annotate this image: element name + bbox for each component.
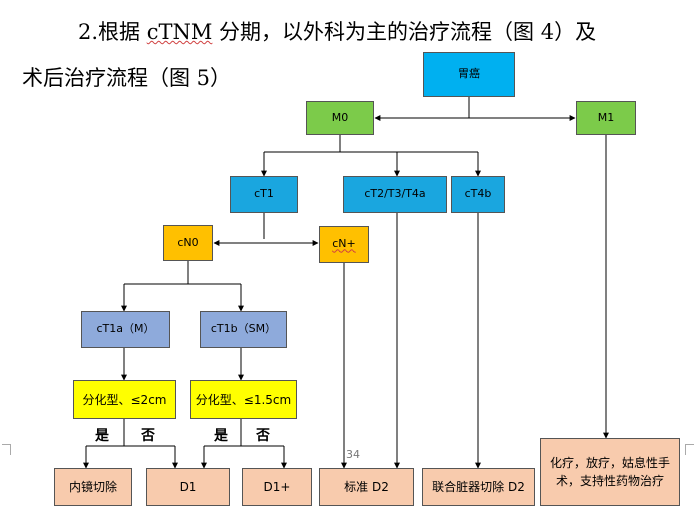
node-cn-plus: cN+ <box>319 226 369 263</box>
cn-plus-label: cN+ <box>332 237 356 251</box>
node-standard-d2: 标准 D2 <box>319 468 414 506</box>
node-gastric-cancer: 胃癌 <box>423 52 515 97</box>
heading-line-1: 2.根据 cTNM 分期，以外科为主的治疗流程（图 4）及 <box>78 16 596 46</box>
heading-prefix: 2.根据 <box>78 20 147 44</box>
margin-mark-right <box>685 444 694 455</box>
node-endoscopic-resection: 内镜切除 <box>54 468 132 506</box>
node-m1: M1 <box>576 101 636 135</box>
label-no-b: 否 <box>256 428 270 444</box>
node-m1-treatment: 化疗，放疗，姑息性手术，支持性药物治疗 <box>540 438 680 506</box>
node-d1-plus: D1+ <box>242 468 312 506</box>
node-criteria-b: 分化型、≤1.5cm <box>190 380 297 419</box>
label-yes-b: 是 <box>214 428 228 444</box>
node-ct2-t4a: cT2/T3/T4a <box>343 176 447 213</box>
heading-suffix: 分期，以外科为主的治疗流程（图 4）及 <box>212 20 597 44</box>
heading-term: cTNM <box>146 20 213 44</box>
node-d1-a: D1 <box>146 468 230 506</box>
margin-mark-left <box>2 444 11 455</box>
page-number: 34 <box>346 448 360 461</box>
node-criteria-a: 分化型、≤2cm <box>73 380 176 419</box>
node-cn0: cN0 <box>163 225 213 261</box>
node-ct1a: cT1a（M） <box>81 311 170 348</box>
node-ct4b: cT4b <box>451 176 505 213</box>
label-no-a: 否 <box>141 428 155 444</box>
heading-line-2: 术后治疗流程（图 5） <box>22 66 232 90</box>
node-ct1: cT1 <box>230 176 298 213</box>
node-m0: M0 <box>306 101 374 135</box>
label-yes-a: 是 <box>95 428 109 444</box>
node-ct1b: cT1b（SM） <box>200 311 287 348</box>
node-combined-d2: 联合脏器切除 D2 <box>422 468 535 506</box>
